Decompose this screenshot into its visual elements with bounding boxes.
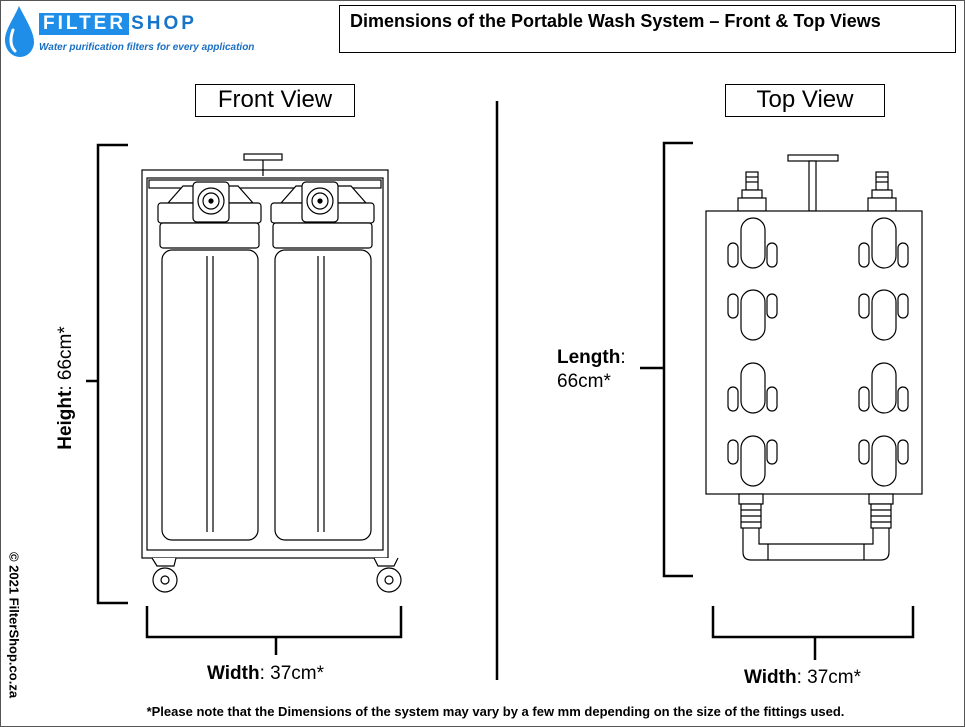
top-length-label: Length: 66cm* [557,347,626,392]
top-plate-slots-left [727,217,778,487]
front-view-label: Front View [195,84,355,117]
front-filter-housing-right [270,181,375,541]
dimensions-note: *Please note that the Dimensions of the … [146,704,845,719]
page-title: Dimensions of the Portable Wash System –… [339,5,956,53]
water-drop-icon [5,6,34,57]
front-filter-housing-left [157,181,262,541]
top-view-label: Top View [725,84,885,117]
top-view-drawing [705,154,923,561]
front-height-label: Height: 66cm* [55,326,76,450]
brand-tagline: Water purification filters for every app… [39,42,255,53]
front-width-bracket [145,606,403,655]
front-view-drawing [141,153,402,593]
top-width-label: Width: 37cm* [744,667,862,688]
top-bottom-pipe [738,493,894,561]
front-wheel-right [373,557,402,593]
top-length-bracket [640,141,693,578]
top-width-bracket [711,606,915,660]
top-plate-slots-right [858,217,909,487]
copyright-text: © 2021 FilterShop.co.za [6,551,22,699]
front-wheel-left [151,557,178,593]
front-height-bracket [86,143,128,605]
front-width-label: Width: 37cm* [207,663,325,684]
